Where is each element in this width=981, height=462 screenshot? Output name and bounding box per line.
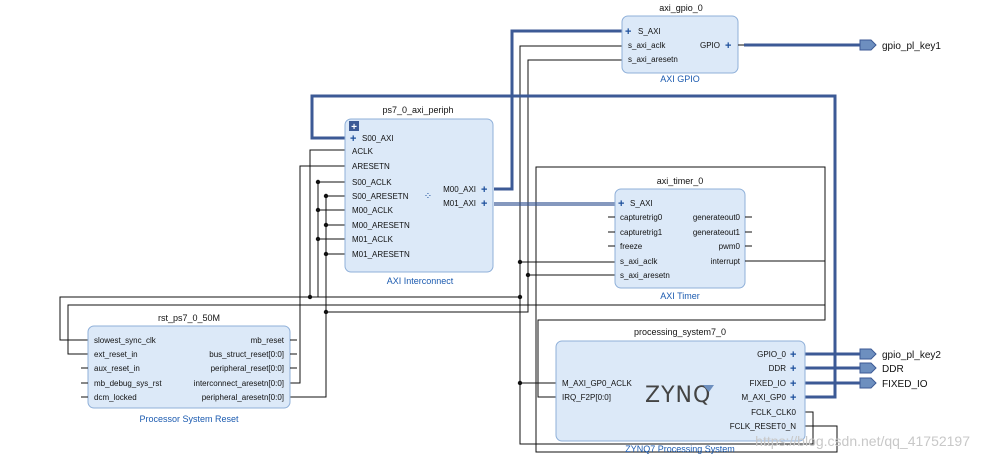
- ps-pin-m-axi-gp0-aclk: M_AXI_GP0_ACLK: [562, 379, 632, 388]
- reset-pin-aux-reset-in: aux_reset_in: [94, 364, 140, 373]
- interconnect-pin-s00-axi: S00_AXI: [362, 134, 394, 143]
- interconnect-pin-s00-aclk: S00_ACLK: [352, 178, 392, 187]
- axi-gpio-pin-aclk: s_axi_aclk: [628, 41, 666, 50]
- plus-icon[interactable]: +: [790, 378, 796, 390]
- output-port-icon: [859, 362, 877, 374]
- svg-text:gpio_pl_key1: gpio_pl_key1: [882, 41, 941, 52]
- plus-icon[interactable]: +: [481, 198, 487, 210]
- interconnect-pin-aclk: ACLK: [352, 147, 374, 156]
- timer-pin-freeze: freeze: [620, 242, 643, 251]
- interconnect-crossbar-icon: ⁘: [424, 191, 432, 202]
- plus-icon[interactable]: +: [481, 184, 487, 196]
- interconnect-instance-name: ps7_0_axi_periph: [382, 105, 453, 115]
- net-fclk-reset0[interactable]: [67, 166, 838, 453]
- plus-icon[interactable]: +: [350, 133, 356, 145]
- interconnect-pin-m00-aclk: M00_ACLK: [352, 206, 394, 215]
- svg-text:+: +: [351, 122, 357, 133]
- reset-pin-mb-debug-sys-rst: mb_debug_sys_rst: [94, 379, 162, 388]
- interconnect-pin-m01-axi: M01_AXI: [443, 199, 476, 208]
- timer-pin-aresetn: s_axi_aresetn: [620, 271, 670, 280]
- plus-icon[interactable]: +: [790, 392, 796, 404]
- external-port-gpio-pl-key1[interactable]: gpio_pl_key1: [859, 39, 941, 52]
- reset-pin-interconnect-aresetn: interconnect_aresetn[0:0]: [194, 379, 284, 388]
- timer-pin-capturetrig0: capturetrig0: [620, 213, 663, 222]
- svg-text:FIXED_IO: FIXED_IO: [882, 379, 928, 390]
- expand-icon[interactable]: [349, 121, 359, 131]
- zynq-logo: ZYNQ: [645, 383, 711, 408]
- ps-pin-fclk-reset0-n: FCLK_RESET0_N: [730, 422, 796, 431]
- timer-pin-s-axi: S_AXI: [630, 199, 653, 208]
- reset-type-label: Processor System Reset: [139, 414, 239, 424]
- reset-pin-ext-reset-in: ext_reset_in: [94, 350, 138, 359]
- timer-pin-capturetrig1: capturetrig1: [620, 228, 663, 237]
- timer-pin-generateout0: generateout0: [693, 213, 741, 222]
- net-interrupt[interactable]: [537, 260, 826, 398]
- ps-pin-ddr: DDR: [769, 364, 787, 373]
- axi-gpio-instance-name: axi_gpio_0: [659, 3, 703, 13]
- axi-gpio-pin-s-axi: S_AXI: [638, 27, 661, 36]
- axi-timer-block[interactable]: axi_timer_0 + S_AXI capturetrig0 capture…: [608, 176, 752, 301]
- nets: [59, 29, 860, 453]
- interconnect-pin-m00-axi: M00_AXI: [443, 185, 476, 194]
- external-port-fixed-io[interactable]: FIXED_IO: [859, 377, 928, 390]
- plus-icon[interactable]: +: [625, 26, 631, 38]
- zynq-processing-system-block[interactable]: processing_system7_0 M_AXI_GP0_ACLK IRQ_…: [555, 327, 806, 454]
- interconnect-pin-s00-aresetn: S00_ARESETN: [352, 192, 409, 201]
- interconnect-pin-m01-aclk: M01_ACLK: [352, 235, 394, 244]
- svg-text:DDR: DDR: [882, 364, 904, 375]
- axi-gpio-type-label: AXI GPIO: [660, 74, 700, 84]
- axi-gpio-pin-gpio: GPIO: [700, 41, 720, 50]
- axi-gpio-pin-aresetn: s_axi_aresetn: [628, 55, 678, 64]
- output-port-icon: [859, 348, 877, 360]
- reset-instance-name: rst_ps7_0_50M: [158, 313, 220, 323]
- watermark-text: https://blog.csdn.net/qq_41752197: [755, 433, 970, 449]
- interconnect-pin-m01-aresetn: M01_ARESETN: [352, 250, 410, 259]
- timer-pin-aclk: s_axi_aclk: [620, 257, 658, 266]
- plus-icon[interactable]: +: [790, 349, 796, 361]
- interconnect-type-label: AXI Interconnect: [387, 276, 454, 286]
- interconnect-pin-m00-aresetn: M00_ARESETN: [352, 221, 410, 230]
- ps-pin-m-axi-gp0: M_AXI_GP0: [742, 393, 787, 402]
- reset-pin-dcm-locked: dcm_locked: [94, 393, 137, 402]
- output-port-icon: [859, 39, 877, 51]
- ps-pin-gpio0: GPIO_0: [757, 350, 786, 359]
- zynq-logo-mark: [703, 385, 714, 392]
- timer-pin-interrupt: interrupt: [711, 257, 741, 266]
- plus-icon[interactable]: +: [618, 198, 624, 210]
- timer-pin-generateout1: generateout1: [693, 228, 741, 237]
- ps-instance-name: processing_system7_0: [634, 327, 726, 337]
- processor-system-reset-block[interactable]: rst_ps7_0_50M slowest_sync_clk ext_reset…: [81, 313, 297, 424]
- bus-m00-axi[interactable]: [494, 29, 622, 191]
- reset-pin-bus-struct-reset: bus_struct_reset[0:0]: [209, 350, 284, 359]
- ps-type-label: ZYNQ7 Processing System: [625, 444, 735, 454]
- ps-pin-irq-f2p: IRQ_F2P[0:0]: [562, 393, 611, 402]
- reset-pin-slowest-sync-clk: slowest_sync_clk: [94, 336, 157, 345]
- reset-pin-mb-reset: mb_reset: [251, 336, 285, 345]
- svg-text:gpio_pl_key2: gpio_pl_key2: [882, 350, 941, 361]
- plus-icon[interactable]: +: [725, 40, 731, 52]
- plus-icon[interactable]: +: [790, 363, 796, 375]
- axi-interconnect-block[interactable]: ps7_0_axi_periph + + S00_AXI ACLK ARESET…: [344, 105, 494, 286]
- ps-pin-fclk-clk0: FCLK_CLK0: [751, 408, 796, 417]
- axi-gpio-block[interactable]: axi_gpio_0 + S_AXI s_axi_aclk s_axi_ares…: [621, 3, 744, 84]
- net-interconnect-aresetn[interactable]: [290, 165, 348, 384]
- ps-pin-fixed-io: FIXED_IO: [750, 379, 786, 388]
- external-port-ddr[interactable]: DDR: [859, 362, 904, 375]
- timer-pin-pwm0: pwm0: [719, 242, 741, 251]
- output-port-icon: [859, 377, 877, 389]
- reset-pin-peripheral-reset: peripheral_reset[0:0]: [211, 364, 284, 373]
- external-port-gpio-pl-key2[interactable]: gpio_pl_key2: [859, 348, 941, 361]
- timer-instance-name: axi_timer_0: [657, 176, 704, 186]
- interconnect-pin-aresetn: ARESETN: [352, 162, 390, 171]
- reset-pin-peripheral-aresetn: peripheral_aresetn[0:0]: [202, 393, 284, 402]
- bus-s00-axi[interactable]: [310, 94, 837, 399]
- timer-type-label: AXI Timer: [660, 291, 700, 301]
